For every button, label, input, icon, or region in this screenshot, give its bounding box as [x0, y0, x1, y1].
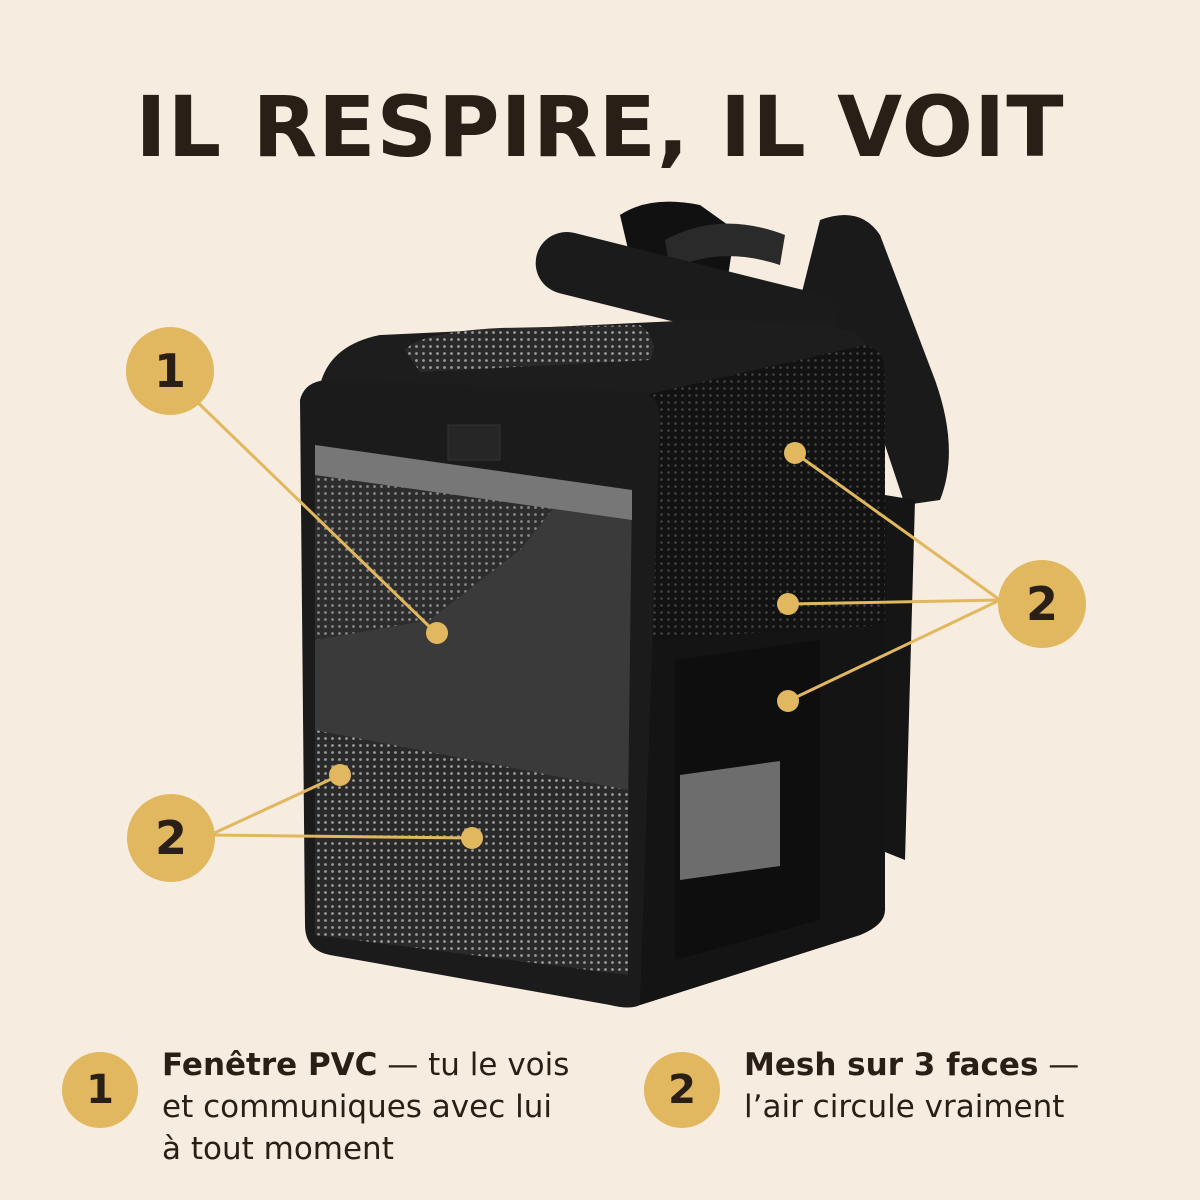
feature-1-line2: et communiques avec lui	[162, 1089, 552, 1125]
feature-1-line3: à tout moment	[162, 1131, 394, 1167]
feature-2-line2: l’air circule vraiment	[744, 1089, 1065, 1125]
feature-1-line1-rest: — tu le vois	[377, 1047, 570, 1083]
feature-badge-1: 1	[62, 1052, 138, 1128]
page-title: IL RESPIRE, IL VOIT	[135, 78, 1065, 176]
feature-2-line1: Mesh sur 3 faces —	[744, 1044, 1164, 1086]
feature-2-heading: Mesh sur 3 faces	[744, 1047, 1039, 1083]
feature-text-pvc-window: Fenêtre PVC — tu le vois et communiques …	[162, 1044, 632, 1170]
feature-2-line1-rest: —	[1038, 1047, 1080, 1083]
feature-text-mesh: Mesh sur 3 faces — l’air circule vraimen…	[744, 1044, 1164, 1128]
feature-1-line1: Fenêtre PVC — tu le vois	[162, 1044, 632, 1086]
feature-badge-2: 2	[644, 1052, 720, 1128]
callout-badge-pvc-window: 1	[126, 327, 214, 415]
callout-badge-front-mesh: 2	[127, 794, 215, 882]
callout-badge-side-mesh: 2	[998, 560, 1086, 648]
feature-1-heading: Fenêtre PVC	[162, 1047, 378, 1083]
